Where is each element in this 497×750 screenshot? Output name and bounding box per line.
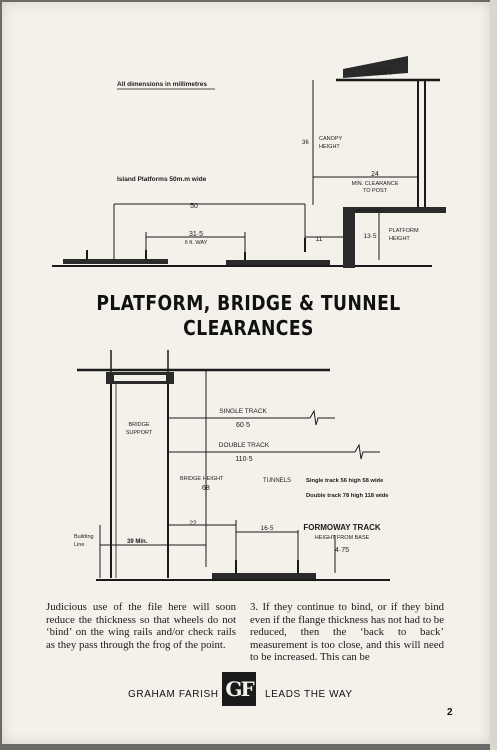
building-line-label-2: Line <box>74 542 84 548</box>
six-ft-way: 6 ft. WAY <box>185 240 208 246</box>
height-from-base-label: HEIGHT FROM BASE <box>315 535 370 541</box>
bridge-height-label: BRIDGE HEIGHT <box>180 476 224 482</box>
dim-31-5: 31·5 <box>189 231 203 238</box>
document-page <box>2 2 490 744</box>
single-track-value: 60·5 <box>236 422 250 429</box>
min-39-label: 39 Min. <box>127 539 148 545</box>
height-from-base-value: 4·75 <box>335 547 349 554</box>
dim-11: 11 <box>316 236 323 243</box>
tunnels-double: Double track 78 high 118 wide <box>306 493 389 499</box>
canopy-height-label-2: HEIGHT <box>319 144 340 150</box>
double-track-label: DOUBLE TRACK <box>219 442 270 449</box>
double-track-value: 110·5 <box>235 456 252 463</box>
tunnels-label: TUNNELS <box>263 478 291 484</box>
bridge-tunnel-diagram: BRIDGE SUPPORT SINGLE TRACK 60·5 DOUBLE … <box>74 350 390 581</box>
page-number: 2 <box>447 707 453 718</box>
bridge-support-label: BRIDGE <box>128 422 149 428</box>
tunnels-single: Single track 56 high 58 wide <box>306 478 384 484</box>
page-edge <box>490 0 497 750</box>
paragraph-left: Judicious use of the file here will soon… <box>46 601 236 651</box>
formoway-track-label: FORMOWAY TRACK <box>303 523 381 532</box>
page-title: PLATFORM, BRIDGE & TUNNEL <box>96 291 401 315</box>
canopy-height-value: 36 <box>302 140 309 146</box>
paragraph-right: 3. If they continue to bind, or if they … <box>250 601 444 664</box>
footer-brand-right: LEADS THE WAY <box>265 689 353 700</box>
platform-clearance-diagram: All dimensions in millimetres CANOPY 36 … <box>52 56 446 268</box>
canopy-label: CANOPY <box>369 71 393 77</box>
island-platforms-label: Island Platforms 50m.m wide <box>117 176 207 183</box>
platform-height-label: PLATFORM <box>389 228 419 234</box>
dim-16-5: 16·5 <box>260 525 273 532</box>
dim-13-5: 13·5 <box>363 233 376 240</box>
single-track-label: SINGLE TRACK <box>219 408 267 415</box>
dimensions-note: All dimensions in millimetres <box>117 81 207 88</box>
bridge-height-value: 68 <box>202 485 210 492</box>
bridge-support-label-2: SUPPORT <box>126 430 153 436</box>
min-clearance-label-2: TO POST <box>363 188 388 194</box>
page-subtitle: CLEARANCES <box>183 316 314 340</box>
platform-height-label-2: HEIGHT <box>389 236 410 242</box>
graham-farish-logo: GF <box>222 672 256 706</box>
dim-22: 22 <box>189 520 197 527</box>
dim-50: 50 <box>190 203 198 210</box>
dim-24: 24 <box>371 171 379 178</box>
footer-brand-left: GRAHAM FARISH <box>128 689 219 700</box>
canopy-height-label: CANOPY <box>319 136 343 142</box>
building-line-label: Building <box>74 534 94 540</box>
min-clearance-label: MIN. CLEARANCE <box>352 181 399 187</box>
